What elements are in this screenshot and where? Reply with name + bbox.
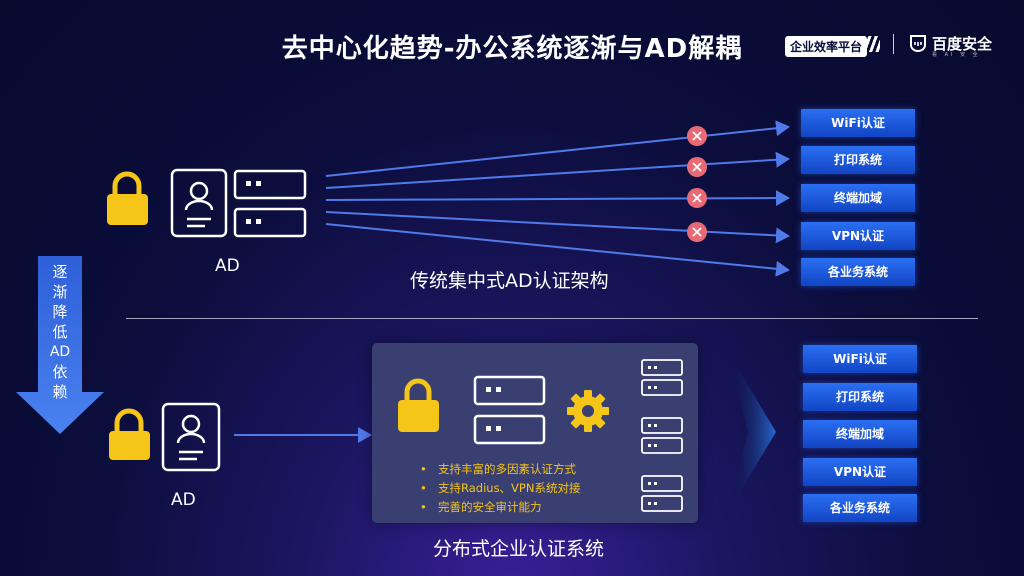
chevron-glow-shape [728, 352, 776, 512]
side-char: 依 [52, 363, 68, 381]
lock-icon-panel [398, 378, 439, 432]
server-icon-panel [473, 375, 546, 445]
server-rack-icon [641, 359, 683, 512]
bottom-caption: 分布式企业认证系统 [433, 538, 605, 560]
brand-separator [893, 34, 894, 54]
side-arrow-label: 逐 渐 降 低 AD 依 赖 [48, 262, 72, 402]
down-arrow-shape [16, 256, 104, 434]
target-box-domain-bottom: 终端加域 [803, 420, 917, 448]
feature-list: 支持丰富的多因素认证方式 支持Radius、VPN系统对接 完善的安全审计能力 [420, 460, 580, 517]
blocked-x-icon [687, 126, 707, 146]
side-char: 渐 [52, 283, 68, 301]
target-box-business-top: 各业务系统 [801, 258, 915, 286]
brand-security-subtitle: 看 AI 安 全 [932, 52, 981, 58]
blocked-x-icon [687, 157, 707, 177]
target-box-wifi-top: WiFi认证 [801, 109, 915, 137]
feature-item: 支持丰富的多因素认证方式 [420, 460, 580, 479]
target-box-vpn-bottom: VPN认证 [803, 458, 917, 486]
brand-security-logo: 百度安全 [932, 35, 993, 53]
server-rack-leds [648, 366, 657, 505]
ad-label-bottom: AD [171, 490, 196, 510]
side-char: 降 [52, 303, 68, 321]
side-char: 逐 [52, 263, 68, 281]
blocked-x-icon [687, 188, 707, 208]
shield-logo-icon [910, 35, 926, 52]
id-card-icon-top [170, 168, 228, 238]
lock-icon-top [107, 171, 148, 225]
side-char: 赖 [52, 383, 68, 401]
target-box-vpn-top: VPN认证 [801, 222, 915, 250]
gear-icon [567, 390, 609, 432]
feature-item: 完善的安全审计能力 [420, 498, 580, 517]
page-title: 去中心化趋势-办公系统逐渐与AD解耦 [281, 34, 743, 64]
blocked-x-icon [687, 222, 707, 242]
target-box-domain-top: 终端加域 [801, 184, 915, 212]
server-icon-top [233, 169, 307, 238]
section-divider [126, 318, 978, 319]
brand-stripes-icon [862, 36, 880, 52]
feature-item: 支持Radius、VPN系统对接 [420, 479, 580, 498]
target-box-wifi-bottom: WiFi认证 [803, 345, 917, 373]
top-caption: 传统集中式AD认证架构 [410, 270, 609, 292]
side-char: AD [49, 344, 71, 360]
side-char: 低 [52, 323, 68, 341]
ad-label-top: AD [215, 256, 240, 276]
target-box-business-bottom: 各业务系统 [803, 494, 917, 522]
top-connector-arrows [325, 120, 790, 277]
lock-icon-bottom [109, 408, 150, 460]
id-card-icon-bottom [161, 402, 221, 472]
target-box-print-bottom: 打印系统 [803, 383, 917, 411]
target-box-print-top: 打印系统 [801, 146, 915, 174]
